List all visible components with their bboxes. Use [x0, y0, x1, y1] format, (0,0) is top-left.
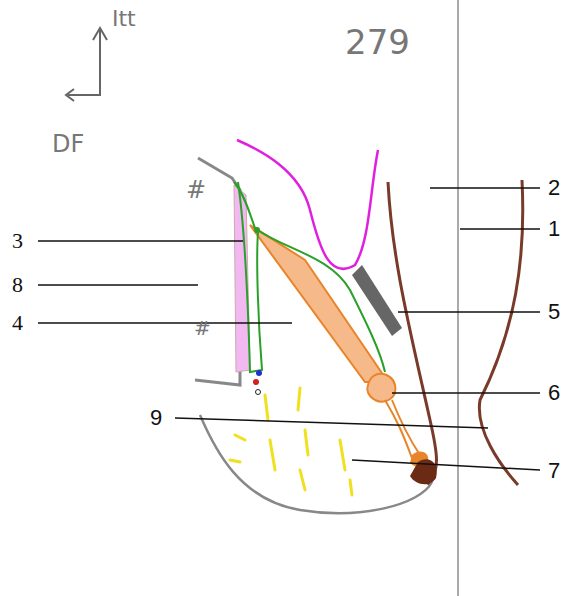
arrow-head [93, 28, 107, 40]
orientation-arrow [80, 30, 100, 95]
hatch-mark: # [194, 318, 211, 338]
fat-marks [230, 388, 352, 495]
callout-number: 7 [548, 460, 560, 482]
callout-number: 6 [548, 382, 560, 404]
green-fascia [238, 182, 262, 372]
vessel-dot [253, 379, 259, 385]
callout-number: 5 [548, 301, 560, 323]
hatch-mark: # [186, 178, 206, 202]
callout-number: 8 [12, 274, 23, 296]
callout-number: 1 [548, 218, 560, 240]
vessel-dot [256, 370, 262, 376]
page-number: 279 [345, 25, 410, 59]
callout-number: 4 [12, 312, 23, 334]
midline [457, 0, 459, 596]
green-dot [254, 227, 260, 233]
arrow-head [66, 89, 80, 101]
brown-outline [479, 180, 522, 485]
callout-number: 3 [12, 230, 23, 252]
brown-outline [388, 182, 437, 485]
grey-bar [352, 265, 402, 336]
callout-number: 2 [548, 177, 560, 199]
leader-lines [38, 188, 540, 470]
orange-muscle [367, 374, 395, 402]
grey-outline [200, 415, 432, 513]
orange-tendon [385, 400, 420, 458]
callout-number: 9 [150, 407, 162, 429]
direction-label: DF [52, 132, 84, 156]
direction-label: Itt [112, 8, 136, 30]
green-fascia [234, 182, 385, 372]
nerve-dot [256, 390, 261, 395]
orange-muscle [250, 225, 388, 382]
